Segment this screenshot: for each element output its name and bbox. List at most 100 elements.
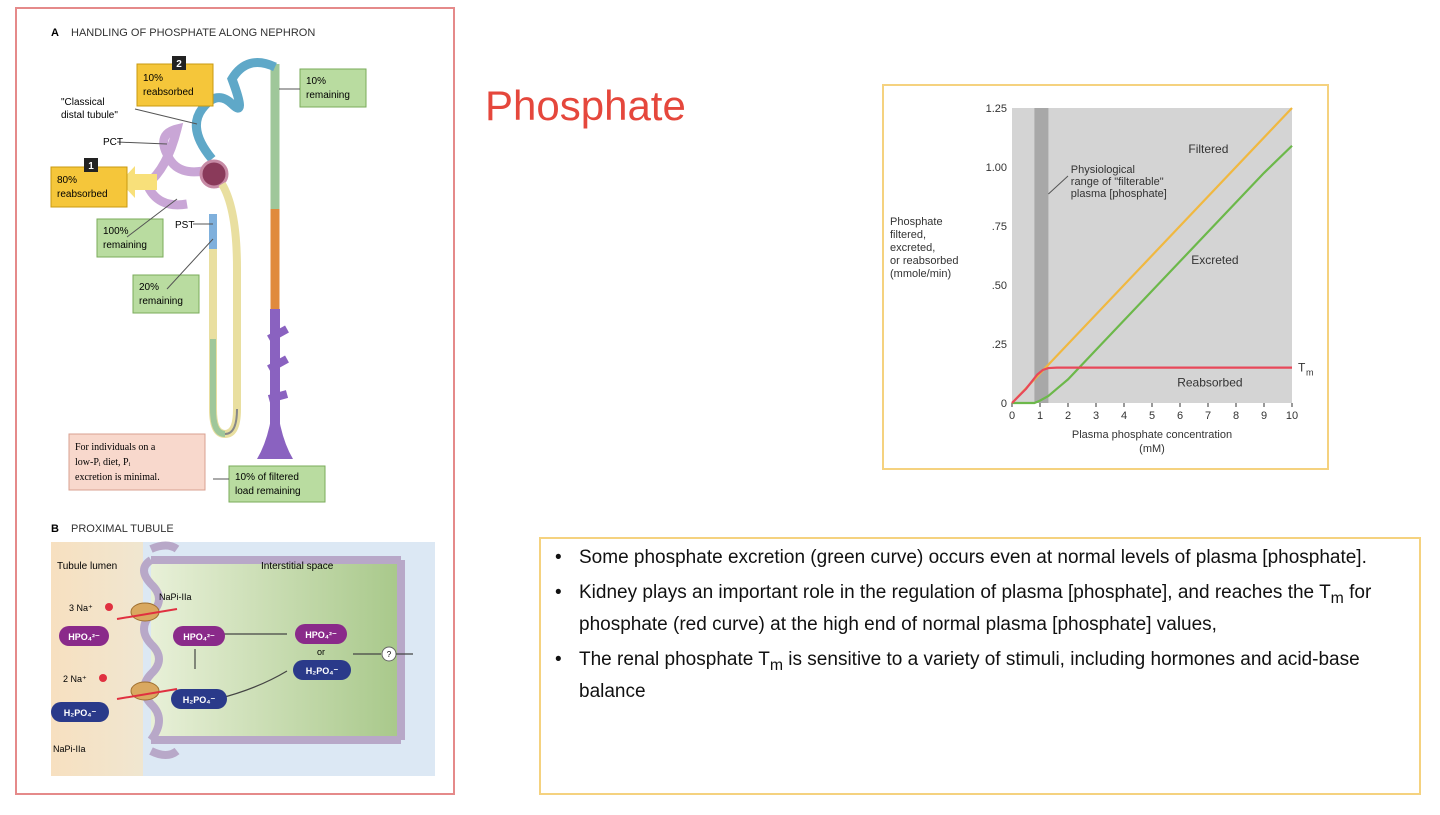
- bullet-item: • Kidney plays an important role in the …: [551, 580, 1399, 638]
- x-tick-label: 7: [1205, 410, 1211, 422]
- label-3na: 3 Na⁺: [69, 603, 93, 613]
- series-lines: [1011, 107, 1293, 405]
- box-10-reabsorbed-line1: 10%: [143, 73, 163, 84]
- step2-number: 2: [176, 59, 182, 70]
- x-tick-label: 4: [1121, 410, 1127, 422]
- y-axis-label-line: or reabsorbed: [890, 255, 959, 267]
- y-axis-label-line: Phosphate: [890, 216, 943, 228]
- nephron-figure-panel: A HANDLING OF PHOSPHATE ALONG NEPHRON: [15, 7, 455, 795]
- bullet-text-b: is sensitive to a variety of stimuli, in…: [579, 648, 1360, 702]
- label-pct: PCT: [103, 137, 123, 148]
- x-tick-label: 5: [1149, 410, 1155, 422]
- box-80-line1: 80%: [57, 175, 77, 186]
- h2po4-exit: H₂PO₄⁻: [306, 666, 339, 676]
- hpo4-cell: HPO₄²⁻: [183, 632, 215, 642]
- nephron-drawing: [120, 58, 293, 459]
- note-line2: low-Pᵢ diet, Pᵢ: [75, 457, 131, 468]
- y-axis-label-line: (mmole/min): [890, 268, 951, 280]
- proximal-tubule-diagram: [51, 541, 435, 776]
- h2po4-cell: H₂PO₄⁻: [183, 695, 216, 705]
- figure-b-heading: PROXIMAL TUBULE: [71, 523, 174, 535]
- y-tick-label: 1.00: [986, 162, 1007, 174]
- y-tick-label: 0: [1001, 398, 1007, 410]
- bullet-text: Some phosphate excretion (green curve) o…: [579, 547, 1367, 568]
- bullet-subscript: m: [1330, 589, 1344, 607]
- bullet-text-a: The renal phosphate T: [579, 648, 770, 670]
- note-line1: For individuals on a: [75, 442, 156, 453]
- bullet-text-a: Kidney plays an important role in the re…: [579, 582, 1331, 603]
- note-line3: excretion is minimal.: [75, 472, 160, 483]
- box-100-line1: 100%: [103, 226, 129, 237]
- figure-a-letter: A: [51, 27, 59, 39]
- band-label-line: range of "filterable": [1071, 176, 1164, 188]
- y-tick-label: 1.25: [986, 103, 1007, 115]
- bullet-box: • Some phosphate excretion (green curve)…: [539, 537, 1421, 795]
- tm-subscript: m: [1306, 368, 1314, 378]
- box-10-reabsorbed-line2: reabsorbed: [143, 87, 194, 98]
- band-leader-line: [1048, 175, 1069, 195]
- x-tick-label: 9: [1261, 410, 1267, 422]
- box-10-remaining-line2: remaining: [306, 90, 350, 101]
- hpo4-exit: HPO₄²⁻: [305, 630, 337, 640]
- bullet-item: • Some phosphate excretion (green curve)…: [551, 545, 1399, 571]
- label-napi-bottom: NaPi-IIa: [53, 744, 86, 754]
- box-20-line1: 20%: [139, 282, 159, 293]
- x-tick-label: 6: [1177, 410, 1183, 422]
- slide-title: Phosphate: [485, 82, 686, 129]
- y-axis-label-line: excreted,: [890, 242, 935, 254]
- label-tubule-lumen: Tubule lumen: [57, 561, 117, 572]
- box-80-line2: reabsorbed: [57, 189, 108, 200]
- bullet-subscript: m: [769, 656, 784, 674]
- x-axis-label: Plasma phosphate concentration (mM): [1072, 429, 1232, 455]
- step1-number: 1: [88, 161, 94, 172]
- series-label-reabsorbed: Reabsorbed: [1177, 375, 1242, 389]
- label-napi-top: NaPi-IIa: [159, 592, 192, 602]
- x-axis-label-line: Plasma phosphate concentration: [1072, 429, 1232, 441]
- nephron-figure: A HANDLING OF PHOSPHATE ALONG NEPHRON: [50, 27, 435, 776]
- tm-label: T: [1298, 361, 1306, 375]
- x-tick-label: 1: [1037, 410, 1043, 422]
- band-label-line: plasma [phosphate]: [1071, 188, 1167, 200]
- figure-b-letter: B: [51, 523, 59, 535]
- label-classical-2: distal tubule": [61, 110, 118, 121]
- y-tick-label: .50: [992, 280, 1007, 292]
- unknown-transporter-mark: ?: [387, 650, 392, 659]
- hpo4-lumen: HPO₄²⁻: [68, 632, 100, 642]
- series-label-excreted: Excreted: [1191, 253, 1238, 267]
- bullet-list: • Some phosphate excretion (green curve)…: [551, 545, 1399, 705]
- y-tick-label: .75: [992, 221, 1007, 233]
- box-10-remaining-line1: 10%: [306, 76, 326, 87]
- bullet-dot: •: [555, 648, 562, 670]
- box-final-line1: 10% of filtered: [235, 472, 299, 483]
- label-2na: 2 Na⁺: [63, 674, 87, 684]
- box-final-line2: load remaining: [235, 486, 301, 497]
- y-axis-label-line: filtered,: [890, 229, 926, 241]
- series-line-excreted: [1012, 144, 1293, 405]
- band-label-line: Physiological: [1071, 164, 1135, 176]
- h2po4-lumen: H₂PO₄⁻: [64, 708, 97, 718]
- bullet-text-b: for phosphate (red curve) at the high en…: [579, 582, 1372, 635]
- physiological-range-band: [1034, 108, 1049, 403]
- bullet-item: • The renal phosphate Tm is sensitive to…: [551, 647, 1399, 705]
- box-20-line2: remaining: [139, 296, 183, 307]
- x-tick-label: 10: [1286, 410, 1298, 422]
- x-axis-label-line: (mM): [1139, 443, 1165, 455]
- series-line-reabsorbed: [1011, 366, 1292, 404]
- x-tick-label: 8: [1233, 410, 1239, 422]
- series-label-filtered: Filtered: [1188, 142, 1228, 156]
- label-or: or: [317, 647, 325, 657]
- y-axis-ticks: 0 .25 .50 .75 1.00 1.25: [986, 103, 1007, 410]
- label-interstitial-space: Interstitial space: [261, 561, 334, 572]
- x-tick-label: 2: [1065, 410, 1071, 422]
- figure-a-heading: HANDLING OF PHOSPHATE ALONG NEPHRON: [71, 27, 315, 39]
- bullet-dot: •: [555, 547, 562, 568]
- y-tick-label: .25: [992, 339, 1007, 351]
- x-tick-label: 0: [1009, 410, 1015, 422]
- box-100-line2: remaining: [103, 240, 147, 251]
